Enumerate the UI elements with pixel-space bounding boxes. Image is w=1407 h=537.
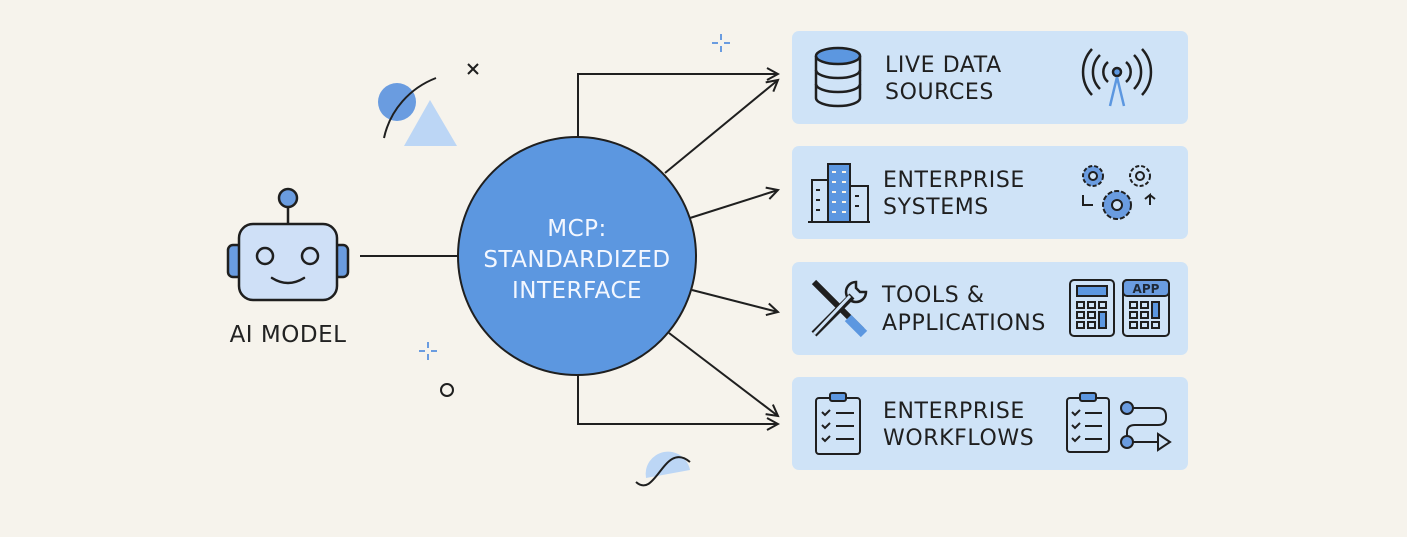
card-workflows-line-2: WORKFLOWS — [883, 426, 1034, 451]
arrow-to-tools — [691, 289, 778, 312]
antenna-icon — [1081, 48, 1153, 107]
clipboard-icon — [1066, 392, 1110, 453]
robot-icon — [226, 187, 350, 302]
small-ring-icon — [440, 383, 454, 397]
ai-model-label: AI MODEL — [230, 322, 347, 348]
workflow-icon — [1120, 401, 1172, 452]
card-enterprise-systems-line-2: SYSTEMS — [883, 195, 989, 220]
app-window-icon — [1122, 279, 1170, 337]
wave-shape — [635, 451, 691, 487]
card-workflows-line-1: ENTERPRISE — [883, 399, 1025, 424]
card-live-data-line-2: SOURCES — [885, 80, 994, 105]
hub-line-1: MCP: — [547, 216, 607, 242]
calculator-icon — [1069, 279, 1115, 337]
card-enterprise-systems-line-1: ENTERPRISE — [883, 168, 1025, 193]
tools-icon — [811, 279, 868, 338]
building-icon — [808, 163, 870, 223]
sparkle-icon-2 — [419, 342, 437, 360]
checklist-icon — [815, 392, 861, 455]
card-tools-line-2: APPLICATIONS — [882, 311, 1046, 336]
card-live-data-line-1: LIVE DATA — [885, 53, 1002, 78]
database-icon — [814, 46, 862, 108]
x-mark-icon — [467, 63, 479, 75]
gears-icon — [1082, 165, 1156, 220]
target-card-enterprise-systems: ENTERPRISE SYSTEMS — [792, 146, 1188, 239]
target-card-tools-applications: TOOLS & APPLICATIONS APP — [792, 262, 1188, 355]
arrow-to-live-data-top — [577, 74, 778, 142]
target-card-enterprise-workflows: ENTERPRISE WORKFLOWS — [792, 377, 1188, 470]
decorative-shape-cluster — [378, 77, 457, 146]
arrow-to-workflows-bottom — [577, 372, 778, 424]
hub-line-3: INTERFACE — [512, 278, 642, 304]
hub-line-2: STANDARDIZED — [483, 247, 670, 273]
card-tools-line-1: TOOLS & — [881, 283, 985, 308]
arrow-to-live-data-diagonal — [664, 80, 778, 174]
arrow-to-workflows-diagonal — [668, 332, 778, 416]
sparkle-icon — [712, 34, 730, 52]
mcp-hub-circle — [457, 136, 697, 376]
target-card-live-data: LIVE DATA SOURCES — [792, 31, 1188, 124]
arrow-to-enterprise-systems — [689, 190, 778, 219]
app-badge-label: APP — [1133, 282, 1160, 296]
